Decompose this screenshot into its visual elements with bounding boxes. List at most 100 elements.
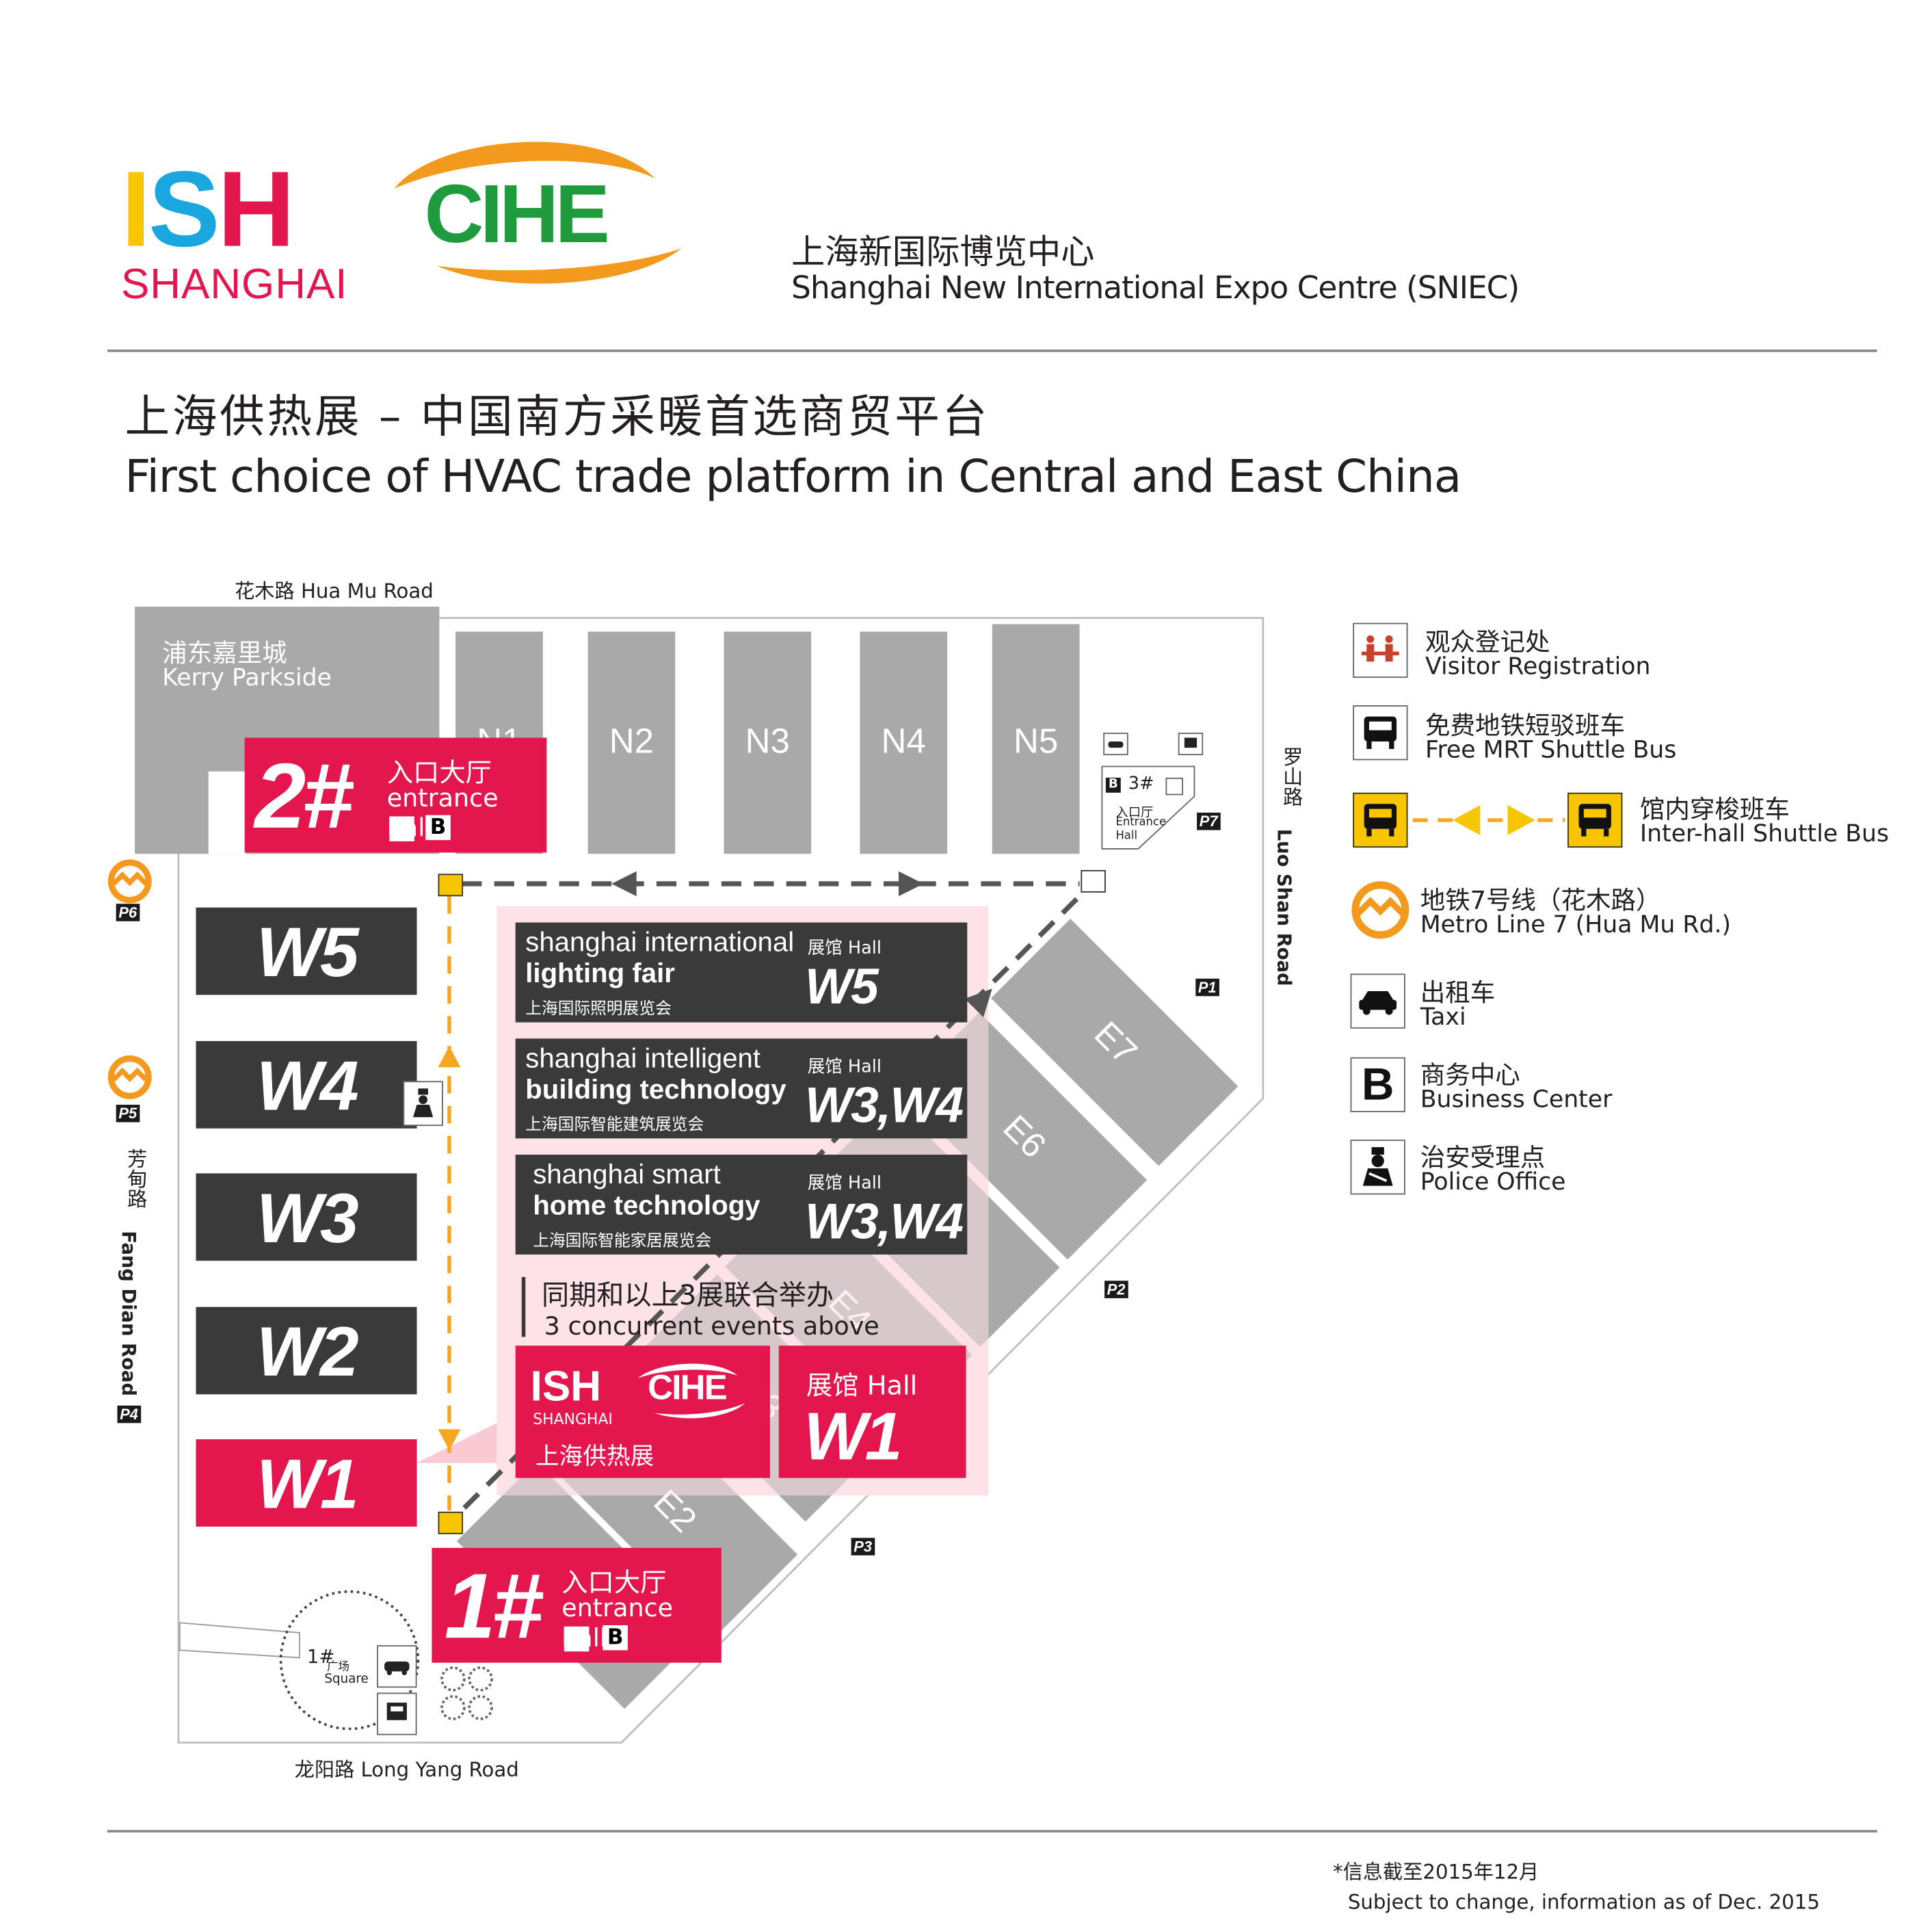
entrance-3-cn: 入口厅	[1115, 806, 1154, 820]
legend-interhall-cn: 馆内穿梭班车	[1639, 793, 1790, 824]
cihe-logo: CIHE	[387, 129, 687, 303]
footer-note-cn: *信息截至2015年12月	[1332, 1860, 1539, 1884]
hall-w2: W2	[196, 1306, 417, 1395]
entrance-3-number: 3#	[1128, 774, 1154, 794]
entrance-hall-3[interactable]: B 3# 入口厅 Entrance Hall	[1101, 765, 1196, 850]
taxi-map-icon[interactable]	[377, 1645, 417, 1688]
event-1-en1: shanghai international	[525, 926, 795, 958]
two-way-arrow-icon	[1412, 805, 1565, 835]
legend-business-cn: 商务中心	[1420, 1060, 1520, 1090]
entrance-3-en2: Hall	[1115, 830, 1138, 843]
parking-p5[interactable]: P5	[116, 1105, 140, 1122]
cihe-logo-text: CIHE	[424, 167, 609, 260]
event-lighting-fair[interactable]: shanghai international lighting fair 上海国…	[515, 922, 968, 1023]
event-1-cn: 上海国际照明展览会	[525, 999, 672, 1019]
road-fang-dian-cn: 芳甸路	[123, 1148, 148, 1209]
footer-divider	[107, 1830, 1877, 1833]
parking-p2[interactable]: P2	[1104, 1280, 1128, 1298]
legend: 观众登记处 Visitor Registration 免费地铁短驳班车 Free…	[1348, 618, 1909, 1217]
w1-hall-box[interactable]: 展馆 Hall W1	[778, 1345, 966, 1478]
ish-logo-text: ISH	[121, 149, 295, 270]
hall-n4: N4	[860, 631, 948, 854]
parking-p7[interactable]: P7	[1197, 813, 1221, 830]
metro-icon[interactable]	[107, 859, 153, 904]
kerry-notch	[208, 771, 246, 854]
entrance-hall-2[interactable]: 2# 入口大厅 entrance hall B	[244, 737, 547, 853]
cihe-swoosh-icon	[394, 142, 682, 284]
legend-police-cn: 治安受理点	[1420, 1142, 1546, 1172]
taxi-map-icon[interactable]	[1103, 733, 1128, 756]
road-fang-dian-en: Fang Dian Road	[117, 1231, 140, 1397]
event-smart-home[interactable]: shanghai smart home technology 上海国际智能家居展…	[515, 1155, 968, 1255]
entrance-2-cn: 入口大厅	[386, 757, 492, 788]
hall-w1: W1	[196, 1439, 417, 1527]
event-intelligent-building[interactable]: shanghai intelligent building technology…	[515, 1038, 968, 1139]
business-center-icon: B	[603, 1625, 628, 1651]
hall-n3: N3	[724, 631, 812, 854]
hall-n5: N5	[992, 624, 1080, 854]
parking-p6[interactable]: P6	[116, 904, 140, 921]
legend-taxi-en: Taxi	[1420, 1003, 1466, 1032]
event-3-hall: W3,W4	[805, 1194, 964, 1250]
event-3-en2: home technology	[533, 1190, 760, 1221]
square-plaza	[178, 1590, 420, 1731]
metro-icon[interactable]	[107, 1055, 153, 1100]
square-cn: 广场	[327, 1661, 350, 1674]
concurrent-bar	[521, 1276, 526, 1337]
event-2-en1: shanghai intelligent	[525, 1042, 761, 1074]
visitor-registration-icon	[1165, 777, 1184, 796]
legend-interhall-en: Inter-hall Shuttle Bus	[1639, 819, 1890, 848]
ish-cihe-box[interactable]: ISH SHANGHAI CIHE 上海供热展	[515, 1345, 770, 1478]
road-long-yang: 龙阳路 Long Yang Road	[294, 1757, 519, 1782]
event-1-hall-label: 展馆 Hall	[807, 938, 882, 959]
ish-box-cihe: CIHE	[648, 1368, 728, 1407]
ish-box-logo: ISH	[530, 1363, 602, 1411]
parking-p3[interactable]: P3	[851, 1538, 875, 1555]
hall-n4-label: N4	[881, 721, 926, 761]
entrance-hall-1[interactable]: 1# 入口大厅 entrance hall B	[432, 1547, 722, 1663]
legend-visitor-en: Visitor Registration	[1425, 653, 1651, 681]
ish-logo-shanghai: SHANGHAI	[121, 261, 348, 308]
event-2-hall: W3,W4	[805, 1078, 964, 1134]
police-office-map-icon[interactable]	[403, 1081, 443, 1127]
legend-mrt-en: Free MRT Shuttle Bus	[1425, 736, 1677, 764]
w1-hall-number: W1	[804, 1399, 902, 1475]
shuttle-bus-map-icon[interactable]	[377, 1692, 417, 1735]
parking-p4[interactable]: P4	[117, 1405, 141, 1423]
event-3-hall-label: 展馆 Hall	[807, 1173, 882, 1194]
ish-box-shanghai: SHANGHAI	[533, 1410, 613, 1428]
hall-n5-label: N5	[1013, 721, 1059, 761]
square-number: 1#	[306, 1645, 335, 1668]
cihe-swoosh-icon	[637, 1363, 745, 1419]
w1-hall-label: 展馆 Hall	[806, 1370, 918, 1401]
inter-hall-stop-icon[interactable]	[438, 873, 464, 897]
legend-b-glyph: B	[1361, 1058, 1394, 1110]
inter-hall-shuttle-bus-icon	[1567, 792, 1623, 848]
event-2-cn: 上海国际智能建筑展览会	[525, 1116, 704, 1135]
legend-business-en: Business Center	[1420, 1086, 1613, 1114]
road-luo-shan-cn: 罗山路	[1279, 746, 1304, 806]
shuttle-bus-map-icon[interactable]	[1178, 733, 1204, 756]
legend-police-en: Police Office	[1420, 1168, 1566, 1196]
hall-w5: W5	[196, 907, 417, 995]
venue-name-en: Shanghai New International Expo Centre (…	[791, 270, 1520, 306]
ish-logo: ISH SHANGHAI	[121, 156, 347, 309]
legend-taxi-cn: 出租车	[1420, 977, 1496, 1008]
legend-visitor-cn: 观众登记处	[1425, 627, 1550, 657]
square-en: Square	[324, 1672, 369, 1687]
taxi-icon	[1350, 973, 1405, 1029]
business-center-icon: B	[1105, 777, 1121, 793]
kerry-parkside-en: Kerry Parkside	[162, 664, 332, 692]
entrance-2-number: 2#	[254, 744, 354, 848]
parking-p1[interactable]: P1	[1195, 978, 1219, 997]
metro-icon	[1351, 881, 1410, 939]
kerry-parkside-cn: 浦东嘉里城	[162, 638, 287, 668]
police-office-icon	[1350, 1140, 1405, 1195]
visitor-registration-icon	[1353, 622, 1408, 678]
road-hua-mu: 花木路 Hua Mu Road	[235, 579, 434, 603]
header-divider	[107, 349, 1877, 352]
shuttle-stop-icon[interactable]	[1081, 869, 1106, 893]
inter-hall-stop-icon[interactable]	[438, 1511, 464, 1534]
event-2-en2: building technology	[525, 1073, 786, 1105]
